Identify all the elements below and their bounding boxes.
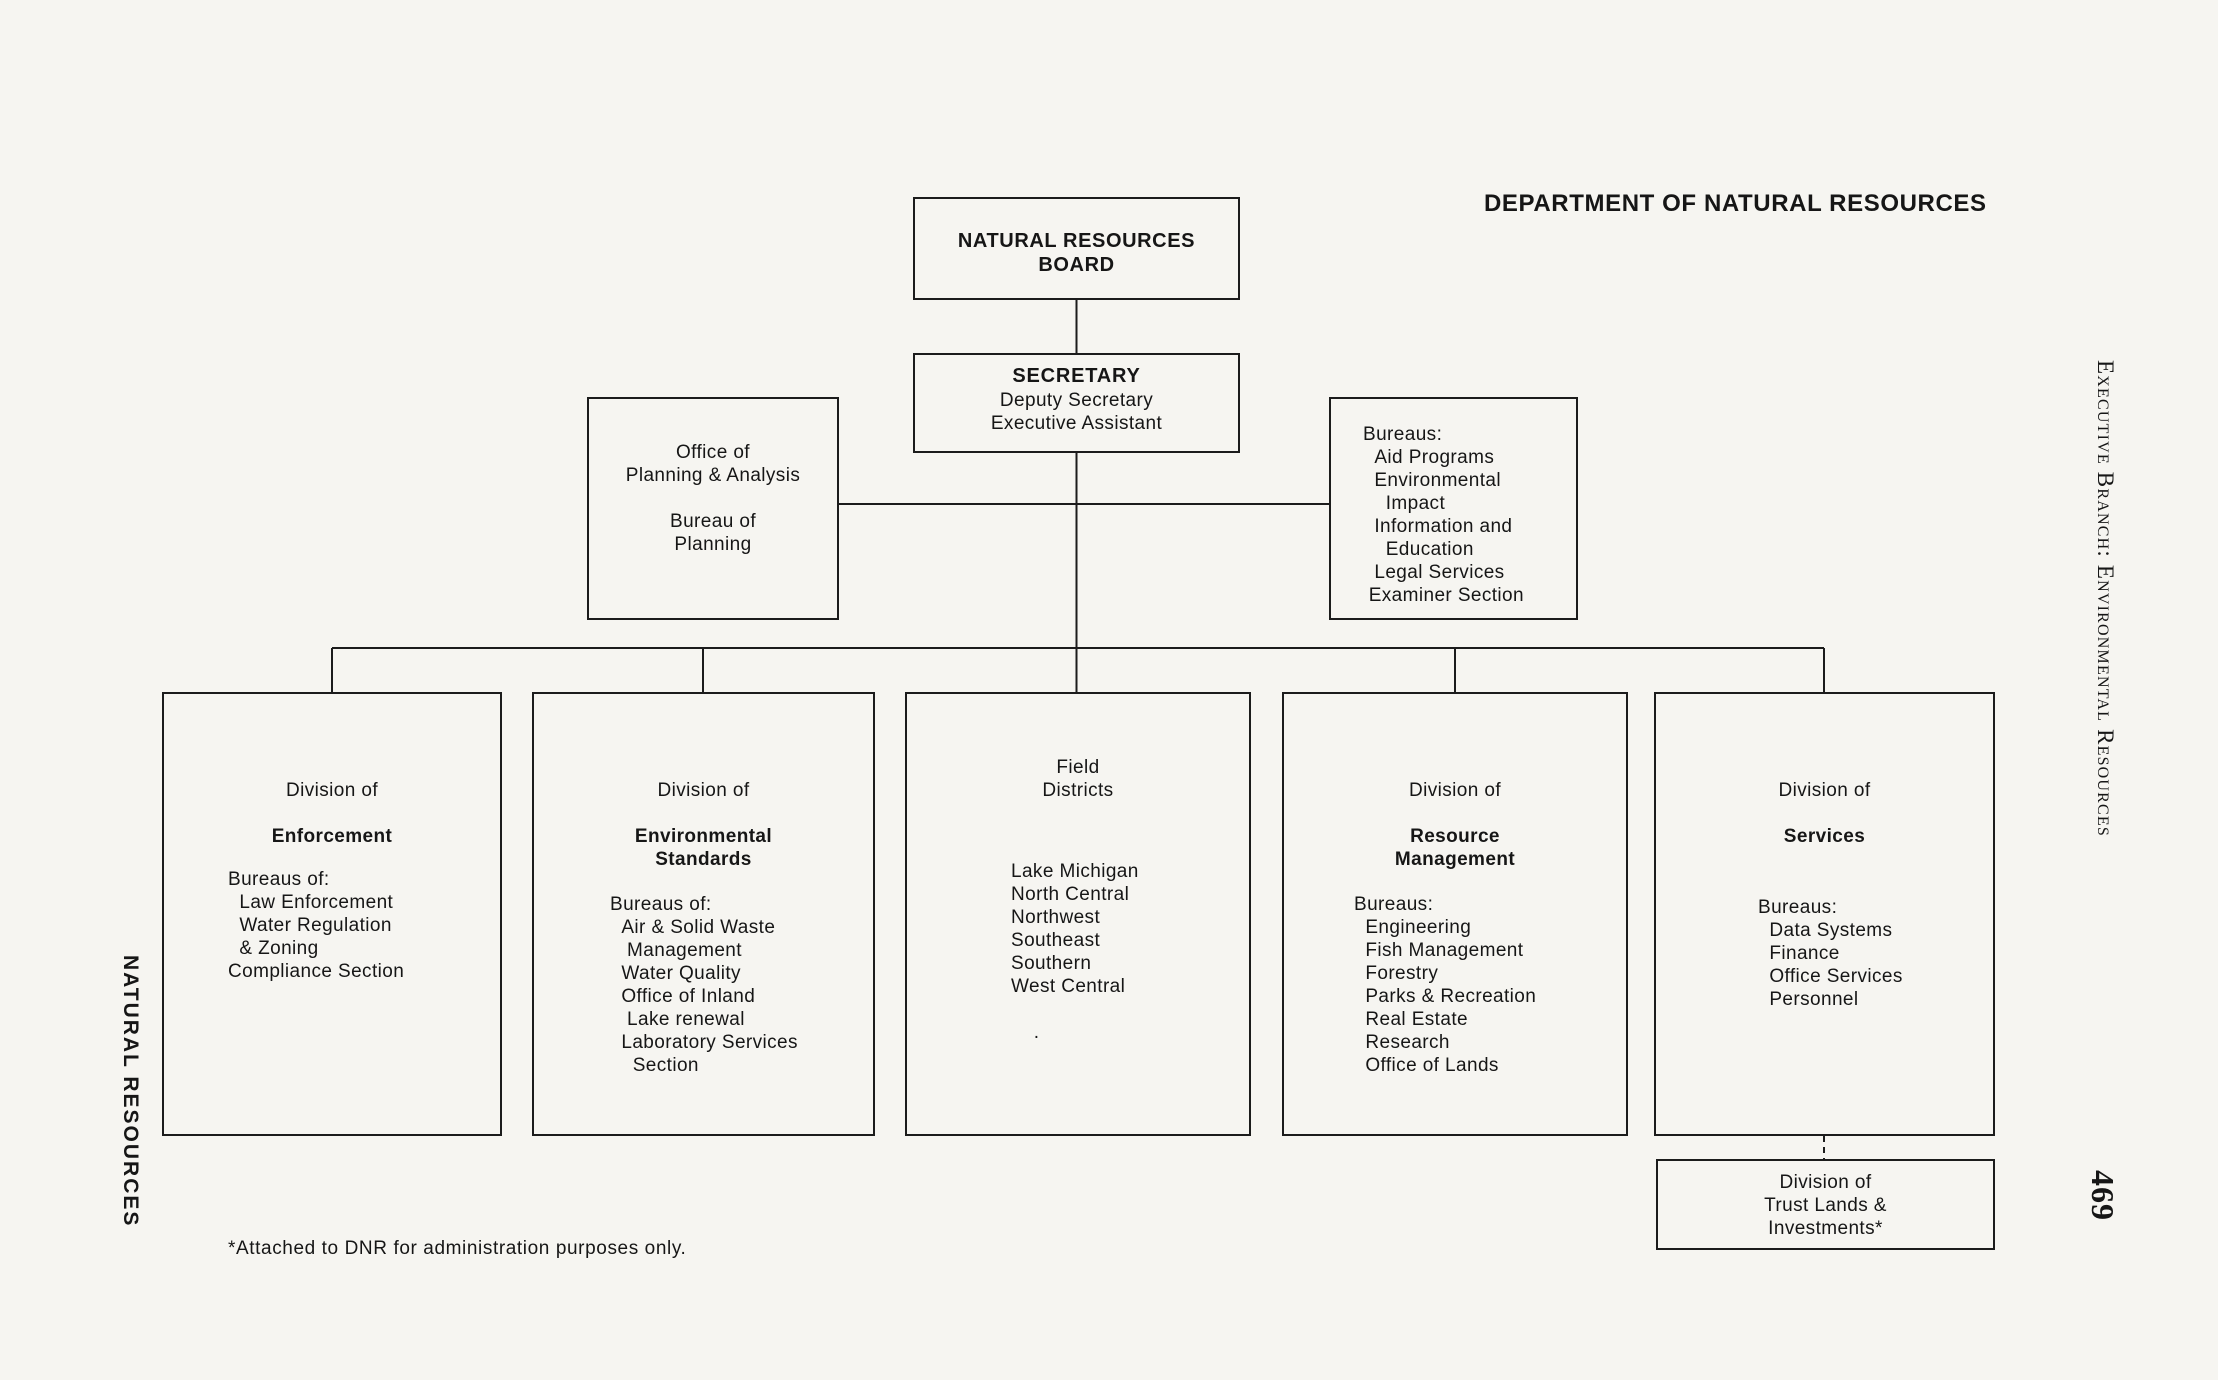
division-heading: Field Districts <box>1042 757 1114 801</box>
left-margin-label: NATURAL RESOURCES <box>119 955 142 1228</box>
division-heading-name: Enforcement <box>271 826 393 847</box>
node-office-of-planning: Office of Planning & Analysis Bureau of … <box>587 397 839 620</box>
division-heading-name: Environmental Standards <box>634 826 773 870</box>
division-heading-top: Division of <box>285 780 379 801</box>
division-heading-name: Services <box>1783 826 1866 847</box>
board-title: NATURAL RESOURCES BOARD <box>957 230 1196 276</box>
division-heading-top: Division of <box>657 780 750 801</box>
node-division-trust-lands: Division of Trust Lands & Investments* <box>1656 1159 1995 1250</box>
division-body: Bureaus: Engineering Fish Management For… <box>1354 894 1537 1076</box>
node-field-districts: Field Districts Lake Michigan North Cent… <box>905 692 1251 1136</box>
division-body: Bureaus: Data Systems Finance Office Ser… <box>1758 897 1903 1010</box>
secretary-body: Deputy Secretary Executive Assistant <box>990 390 1163 434</box>
node-division-environmental-standards: Division of Environmental Standards Bure… <box>532 692 875 1136</box>
footnote: *Attached to DNR for administration purp… <box>228 1238 687 1259</box>
planning-body: Office of Planning & Analysis Bureau of … <box>625 442 801 555</box>
right-margin-label: Executive Branch: Environmental Resource… <box>2093 360 2118 838</box>
trust-lands-body: Division of Trust Lands & Investments* <box>1764 1172 1887 1239</box>
node-staff-bureaus: Bureaus: Aid Programs Environmental Impa… <box>1329 397 1578 620</box>
division-body: Bureaus of: Law Enforcement Water Regula… <box>228 869 405 982</box>
division-heading-top: Division of <box>1408 780 1502 801</box>
node-natural-resources-board: NATURAL RESOURCES BOARD <box>913 197 1240 300</box>
node-division-services: Division of Services Bureaus: Data Syste… <box>1654 692 1995 1136</box>
division-heading-top: Division of <box>1778 780 1871 801</box>
division-heading: Division of Services <box>1656 694 1993 848</box>
node-division-resource-management: Division of Resource Management Bureaus:… <box>1282 692 1628 1136</box>
secretary-title: SECRETARY <box>1012 365 1141 387</box>
page-title: DEPARTMENT OF NATURAL RESOURCES <box>1484 190 1987 217</box>
node-secretary: SECRETARY Deputy Secretary Executive Ass… <box>913 353 1240 453</box>
division-heading: Division of Environmental Standards <box>534 694 873 871</box>
page-number: 469 <box>2085 1170 2121 1221</box>
division-heading: Division of Resource Management <box>1284 694 1626 871</box>
division-body: Bureaus of: Air & Solid Waste Management… <box>610 894 798 1076</box>
staff-bureaus-body: Bureaus: Aid Programs Environmental Impa… <box>1363 424 1524 606</box>
division-heading-name: Resource Management <box>1394 826 1516 870</box>
division-heading: Division of Enforcement <box>164 694 500 848</box>
node-division-enforcement: Division of Enforcement Bureaus of: Law … <box>162 692 502 1136</box>
division-body: Lake Michigan North Central Northwest So… <box>1011 861 1139 1043</box>
